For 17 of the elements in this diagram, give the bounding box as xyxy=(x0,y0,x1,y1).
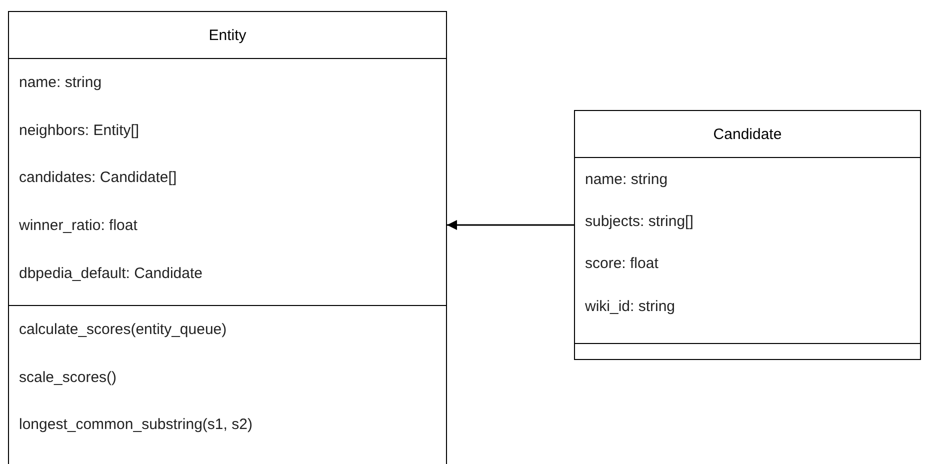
method-text: calculate_scores(entity_queue) xyxy=(19,321,227,338)
attribute-text: wiki_id: string xyxy=(585,298,676,315)
class-box xyxy=(574,110,921,360)
method-text: longest_common_substring(s1, s2) xyxy=(19,416,252,434)
attribute-text: candidates: Candidate[] xyxy=(19,169,177,186)
attribute-text: score: float xyxy=(585,255,658,272)
attribute-text: name: string xyxy=(19,74,102,92)
class-box xyxy=(8,11,447,464)
method-text: scale_scores() xyxy=(19,368,117,386)
arrow xyxy=(447,220,574,230)
class-name: Candidate xyxy=(713,126,782,143)
class-name: Entity xyxy=(208,27,246,44)
attribute-text: neighbors: Entity[] xyxy=(19,122,140,139)
attribute-text: name: string xyxy=(585,170,668,188)
attribute-text: dbpedia_default: Candidate xyxy=(19,264,202,282)
attribute-text: subjects: string[] xyxy=(585,212,694,230)
attribute-text: winner_ratio: float xyxy=(19,217,138,234)
